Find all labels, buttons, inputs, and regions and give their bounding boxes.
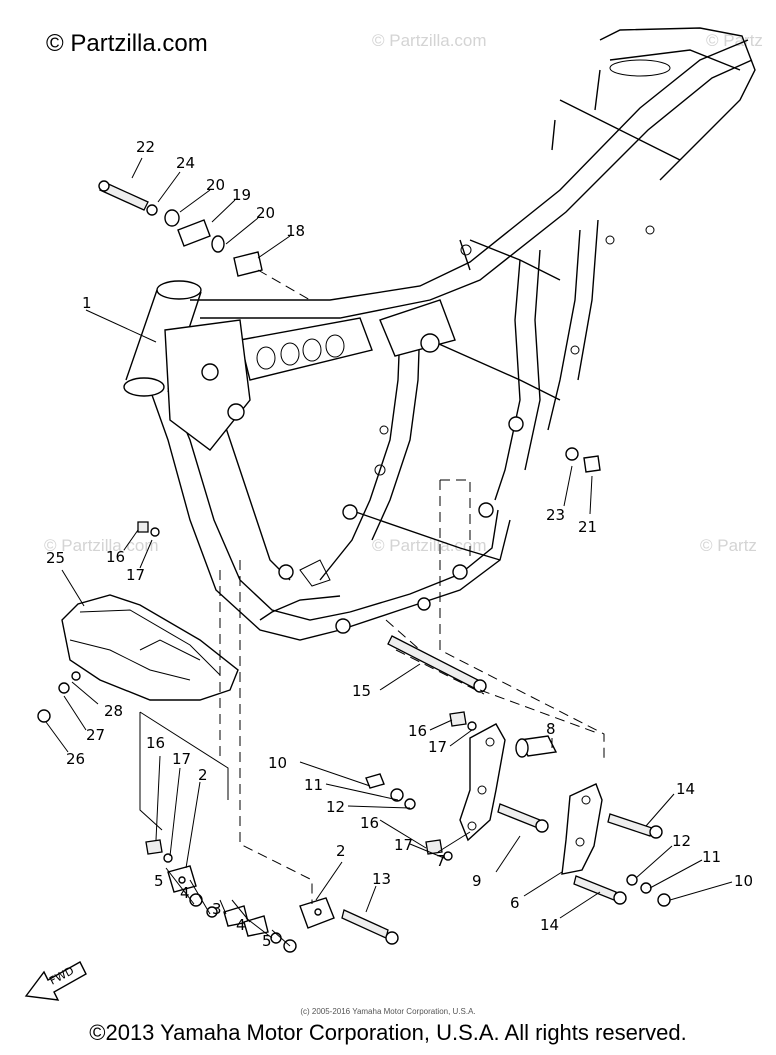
callout: 12	[672, 832, 691, 850]
callout: 23	[546, 506, 565, 524]
callout: 27	[86, 726, 105, 744]
callout: 25	[46, 549, 65, 567]
callout: 22	[136, 138, 155, 156]
callout: 16	[408, 722, 427, 740]
callout: 17	[126, 566, 145, 584]
callout: 10	[734, 872, 753, 890]
callout: 5	[262, 932, 272, 950]
callout: 2	[198, 766, 208, 784]
callout: 16	[106, 548, 125, 566]
callout: 2	[336, 842, 346, 860]
callout: 19	[232, 186, 251, 204]
callout: 20	[206, 176, 225, 194]
partzilla-watermark-faint: © Partzilla.com	[372, 536, 487, 555]
callout: 20	[256, 204, 275, 222]
callout: 11	[702, 848, 721, 866]
partzilla-watermark-faint: © Partzilla.com	[372, 31, 487, 50]
partzilla-watermark-faint: © Partz	[700, 536, 757, 555]
callout: 12	[326, 798, 345, 816]
frame-assembly	[123, 27, 756, 641]
callout: 28	[104, 702, 123, 720]
fwd-arrow-icon: FWD	[24, 961, 87, 1001]
callout: 3	[212, 900, 222, 918]
callout: 11	[304, 776, 323, 794]
leader-lines	[45, 157, 733, 947]
callout: 14	[676, 780, 695, 798]
callout: 16	[360, 814, 379, 832]
engine-mount-rear	[365, 711, 671, 907]
callout: 14	[540, 916, 559, 934]
callout: 17	[428, 738, 447, 756]
callout: 8	[546, 720, 556, 738]
partzilla-watermark: © Partzilla.com	[46, 30, 208, 57]
callout: 4	[236, 916, 246, 934]
callout: 13	[372, 870, 391, 888]
callout: 18	[286, 222, 305, 240]
bolt-15	[387, 635, 487, 693]
mount-hardware-head	[98, 180, 311, 301]
copyright-notice: ©2013 Yamaha Motor Corporation, U.S.A. A…	[89, 1020, 687, 1045]
callout: 16	[146, 734, 165, 752]
callout: 15	[352, 682, 371, 700]
callout: 6	[510, 894, 520, 912]
callout: 17	[394, 836, 413, 854]
reference-lines	[219, 479, 605, 904]
callout: 5	[154, 872, 164, 890]
callout: 4	[180, 884, 190, 902]
callout: 10	[268, 754, 287, 772]
copyright-small: (c) 2005-2016 Yamaha Motor Corporation, …	[300, 1007, 476, 1016]
skid-plate	[37, 521, 239, 723]
callout: 7	[436, 852, 446, 870]
callout: 9	[472, 872, 482, 890]
callout: 17	[172, 750, 191, 768]
engine-mount-front	[139, 711, 399, 953]
callout: 1	[82, 294, 92, 312]
callout: 21	[578, 518, 597, 536]
callout-labels: 22 24 20 19 20 18 1 16 17 25 28 27 26 23…	[46, 138, 753, 950]
callout: 24	[176, 154, 195, 172]
callout: 26	[66, 750, 85, 768]
partzilla-watermark-faint: © Partz	[706, 31, 763, 50]
